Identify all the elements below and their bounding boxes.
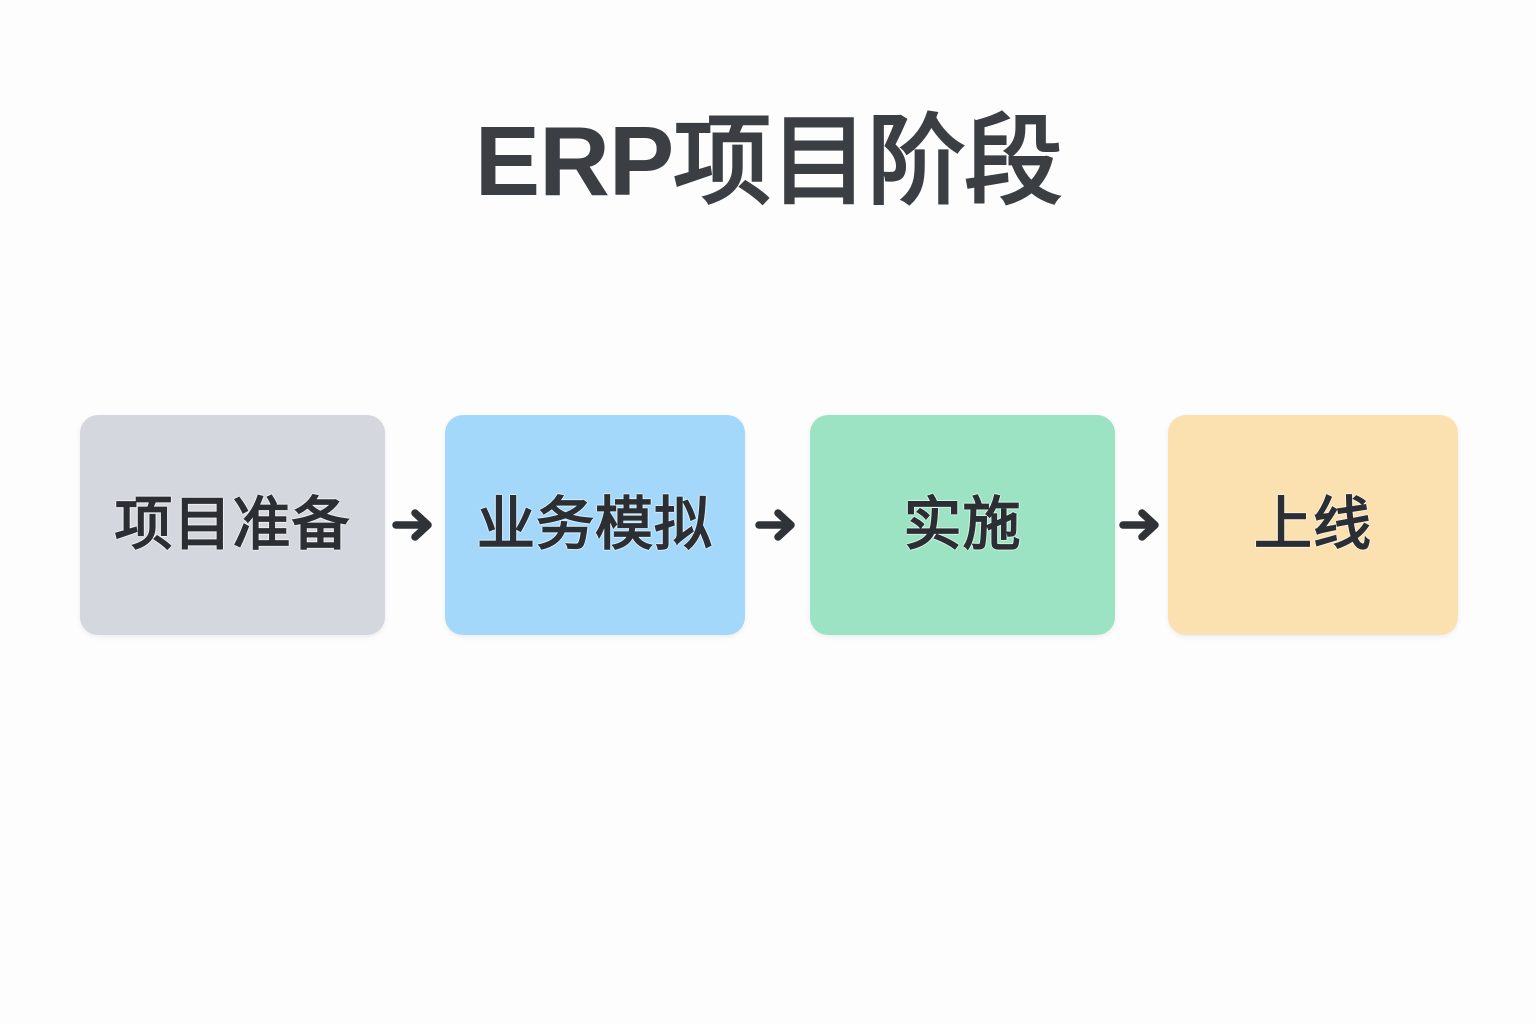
arrow-right-icon-3	[1115, 415, 1168, 635]
stage-box-implementation[interactable]: 实施	[810, 415, 1115, 635]
stage-label: 项目准备	[114, 492, 351, 557]
stage-label: 业务模拟	[476, 492, 713, 557]
stage-label: 上线	[1253, 492, 1372, 557]
arrow-right-icon-2	[745, 415, 810, 635]
flow-diagram: 项目准备 业务模拟 实施	[80, 415, 1458, 635]
stage-box-business-simulation[interactable]: 业务模拟	[445, 415, 745, 635]
stage-label: 实施	[903, 492, 1022, 557]
page-title: ERP项目阶段	[474, 106, 1063, 216]
stage-box-go-live[interactable]: 上线	[1168, 415, 1458, 635]
stage-box-project-preparation[interactable]: 项目准备	[80, 415, 385, 635]
arrow-right-icon-1	[385, 415, 445, 635]
